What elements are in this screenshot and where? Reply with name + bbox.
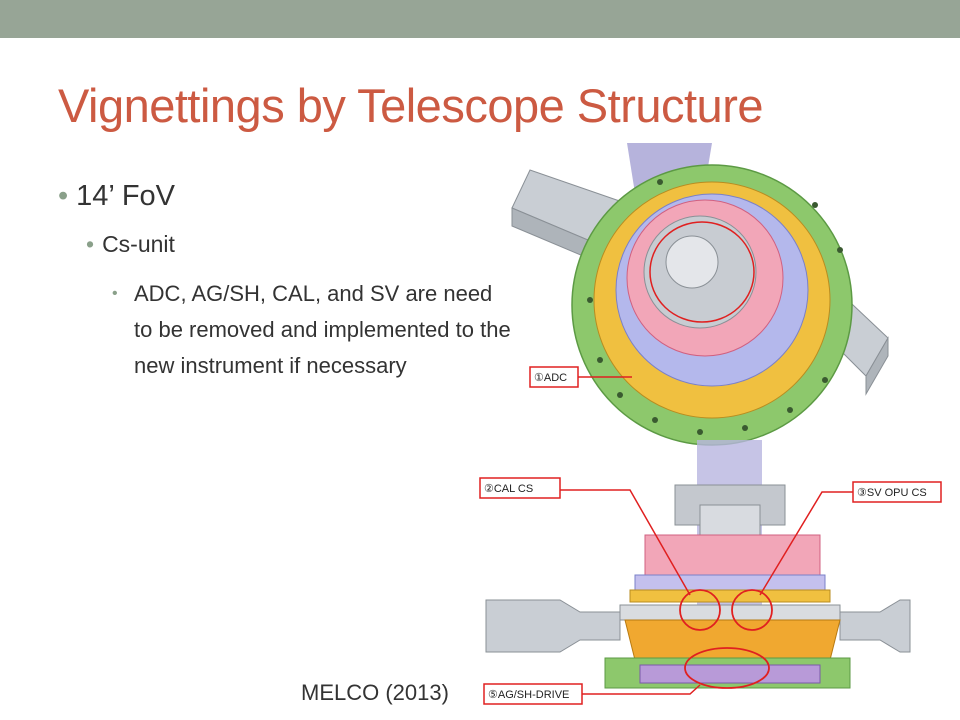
label-cal-cs: ②CAL CS — [484, 483, 533, 495]
header-bar — [0, 0, 960, 38]
bullet-dot: • — [86, 231, 95, 257]
top-view-diagram: ①ADC — [511, 143, 889, 446]
bullet-level1-text: 14’ FoV — [76, 180, 176, 212]
slide-title: Vignettings by Telescope Structure — [58, 79, 763, 132]
side-view-diagram: ②CAL CS ③SV OPU CS ⑤AG/SH-DRIVE — [479, 440, 942, 705]
bullet-dot: • — [58, 180, 69, 212]
label-adc: ①ADC — [534, 372, 567, 384]
label-sv-opu-cs: ③SV OPU CS — [857, 487, 927, 499]
bullet-level2: • Cs-unit — [86, 231, 175, 258]
bullet-level2-text: Cs-unit — [102, 231, 175, 257]
figure-caption: MELCO (2013) — [301, 680, 449, 705]
bullet-level3-text: ADC, AG/SH, CAL, and SV are need to be r… — [134, 281, 511, 378]
bullet-dot: • — [112, 285, 118, 302]
label-ag-sh-drive: ⑤AG/SH-DRIVE — [488, 689, 569, 701]
bullet-level3: • ADC, AG/SH, CAL, and SV are need to be… — [112, 276, 512, 384]
bullet-level1: •14’ FoV — [58, 180, 175, 213]
